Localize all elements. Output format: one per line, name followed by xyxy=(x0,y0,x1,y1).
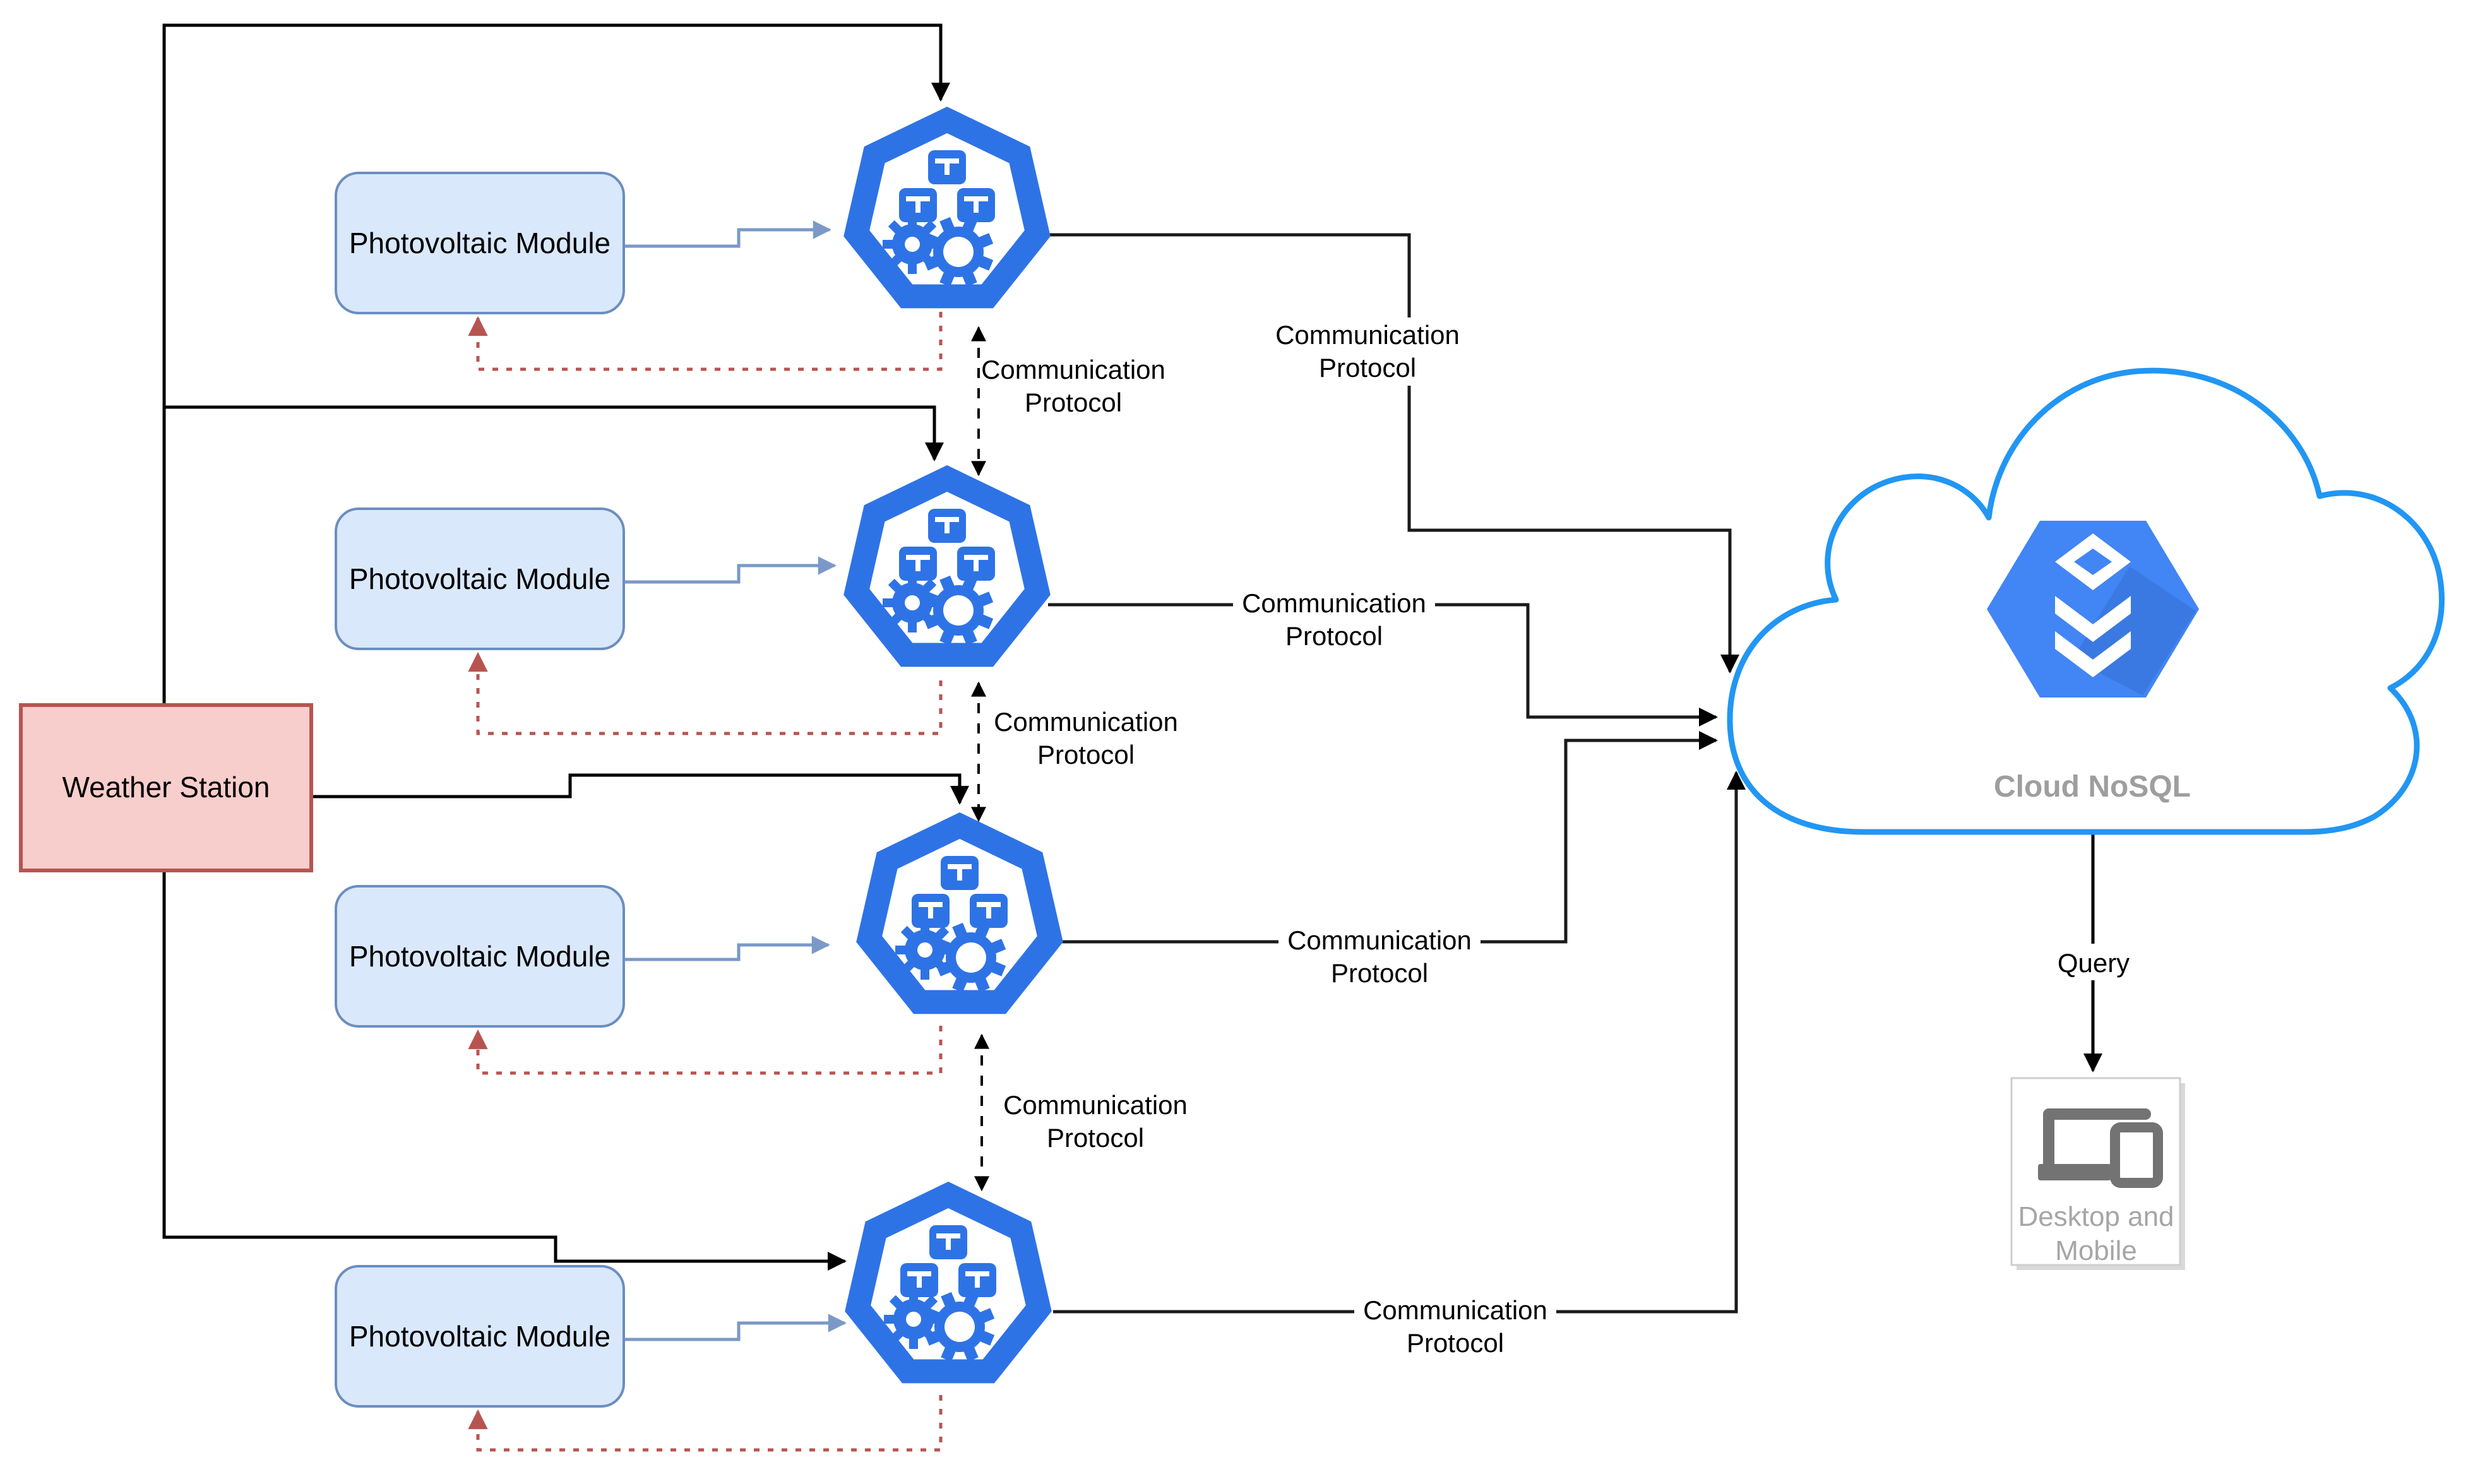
svg-text:Protocol: Protocol xyxy=(1025,388,1122,417)
desktop-mobile-icon xyxy=(2038,1108,2163,1188)
edge-kubernetes-1-to-cloud xyxy=(1050,233,1739,674)
cloud-nosql-label: Cloud NoSQL xyxy=(1994,770,2191,804)
weather-station-node: Weather Station xyxy=(19,703,313,872)
edge-weather-station-to-kubernetes-3 xyxy=(311,773,969,805)
photovoltaic-module-label: Photovoltaic Module xyxy=(349,227,611,259)
photovoltaic-module-node-4: Photovoltaic Module xyxy=(335,1265,625,1408)
edge-pv-4-to-kubernetes-4 xyxy=(624,1314,847,1341)
client-label-line1: Desktop and xyxy=(2018,1201,2174,1232)
edge-weather-station-to-kubernetes-1 xyxy=(162,23,950,705)
label-communication-protocol-k8s2-cloud: Communication Protocol xyxy=(1233,586,1435,654)
svg-text:Communication: Communication xyxy=(1003,1090,1188,1120)
photovoltaic-module-label: Photovoltaic Module xyxy=(349,940,611,973)
photovoltaic-module-node-3: Photovoltaic Module xyxy=(335,885,625,1028)
label-communication-protocol-k8s3-k8s4: Communication Protocol xyxy=(1003,1090,1188,1153)
svg-text:Protocol: Protocol xyxy=(1047,1123,1144,1153)
photovoltaic-module-node-1: Photovoltaic Module xyxy=(335,172,625,314)
label-communication-protocol-k8s3-cloud: Communication Protocol xyxy=(1278,923,1481,991)
svg-text:Protocol: Protocol xyxy=(1037,740,1135,769)
edge-kubernetes-4-to-cloud xyxy=(1053,771,1746,1314)
svg-text:Communication: Communication xyxy=(981,355,1165,384)
svg-text:Protocol: Protocol xyxy=(1407,1328,1504,1358)
client-label-line2: Mobile xyxy=(2055,1235,2137,1266)
kubernetes-engine-icon-3 xyxy=(856,812,1063,1014)
edge-kubernetes-3-feedback-to-pv-3 xyxy=(468,1026,943,1075)
edge-kubernetes-1-feedback-to-pv-1 xyxy=(468,312,943,371)
label-communication-protocol-k8s4-cloud: Communication Protocol xyxy=(1354,1293,1556,1361)
edge-pv-3-to-kubernetes-3 xyxy=(624,935,830,961)
cloud-nosql-hexagon-icon xyxy=(1987,521,2199,697)
kubernetes-engine-icon-1 xyxy=(843,107,1051,309)
kubernetes-engine-icon-2 xyxy=(843,465,1051,667)
edge-kubernetes-2-feedback-to-pv-2 xyxy=(468,651,943,735)
svg-text:Communication: Communication xyxy=(1275,320,1460,350)
svg-text:Communication: Communication xyxy=(1242,588,1426,618)
weather-station-label: Weather Station xyxy=(62,771,270,804)
edge-kubernetes-3-to-cloud xyxy=(1061,731,1718,944)
label-communication-protocol-k8s1-k8s2: Communication Protocol xyxy=(981,355,1165,417)
desktop-mobile-node: Desktop and Mobile xyxy=(2010,1077,2185,1270)
svg-text:Communication: Communication xyxy=(994,707,1178,737)
photovoltaic-module-label: Photovoltaic Module xyxy=(349,562,611,595)
label-communication-protocol-k8s2-k8s3: Communication Protocol xyxy=(994,707,1178,769)
svg-text:Communication: Communication xyxy=(1363,1295,1547,1325)
photovoltaic-module-node-2: Photovoltaic Module xyxy=(335,508,625,650)
label-query: Query xyxy=(2049,944,2138,980)
label-communication-protocol-k8s1-cloud: Communication Protocol xyxy=(1266,318,1469,386)
svg-text:Protocol: Protocol xyxy=(1331,958,1428,988)
edge-pv-1-to-kubernetes-1 xyxy=(624,220,831,248)
svg-text:Communication: Communication xyxy=(1287,925,1472,955)
svg-text:Protocol: Protocol xyxy=(1319,353,1416,383)
photovoltaic-module-label: Photovoltaic Module xyxy=(349,1320,611,1353)
edge-weather-station-to-kubernetes-2 xyxy=(164,405,944,461)
edge-weather-station-to-kubernetes-4 xyxy=(162,870,847,1271)
svg-text:Protocol: Protocol xyxy=(1285,621,1383,651)
edge-pv-2-to-kubernetes-2 xyxy=(624,556,837,584)
svg-text:Query: Query xyxy=(2058,948,2130,978)
cloud-nosql-node: Cloud NoSQL xyxy=(1727,367,2445,835)
kubernetes-engine-icon-4 xyxy=(845,1182,1052,1384)
